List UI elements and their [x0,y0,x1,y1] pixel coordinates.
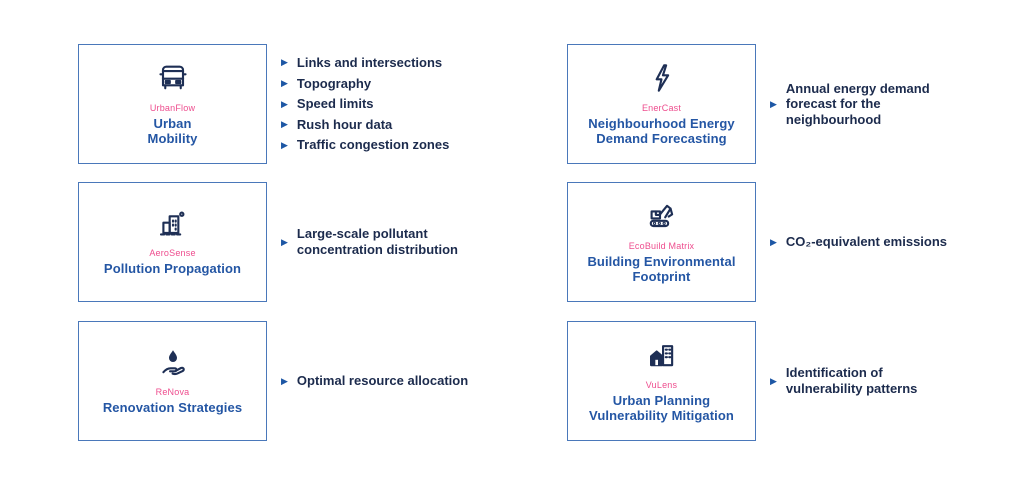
bullet-item: ▶ Rush hour data [281,117,449,133]
bullet-item: ▶ Topography [281,76,449,92]
module-title: Building Environmental Footprint [587,253,736,284]
arrow-bullet-icon: ▶ [770,236,777,247]
bullet-text: Large-scale pollutant concentration dist… [296,226,458,257]
module-brand: UrbanFlow [149,102,196,113]
arrow-bullet-icon: ▶ [281,98,288,109]
module-card: EcoBuild Matrix Building Environmental F… [567,182,756,302]
bullet-item: ▶ CO₂-equivalent emissions [770,234,947,250]
bus-icon [157,62,189,94]
arrow-bullet-icon: ▶ [281,139,288,150]
bullet-text: Rush hour data [296,116,393,132]
module-title: Pollution Propagation [103,261,242,277]
bullet-item: ▶ Traffic congestion zones [281,137,449,153]
module-card: AeroSense Pollution Propagation [78,182,267,302]
module-brand: EcoBuild Matrix [628,240,695,251]
arrow-bullet-icon: ▶ [281,77,288,88]
module-brand: AeroSense [149,248,196,259]
module-building-environmental-footprint: EcoBuild Matrix Building Environmental F… [567,182,947,302]
module-card: ReNova Renovation Strategies [78,321,267,441]
arrow-bullet-icon: ▶ [281,236,288,247]
module-bullet-list: ▶ Large-scale pollutant concentration di… [281,182,458,302]
bullet-text: Topography [296,75,372,91]
bullet-text: CO₂-equivalent emissions [785,234,948,250]
bullet-text: Annual energy demand forecast for the ne… [785,80,930,127]
arrow-bullet-icon: ▶ [281,57,288,68]
module-bullet-list: ▶ Links and intersections ▶ Topography ▶… [281,44,449,164]
bullet-item: ▶ Speed limits [281,96,449,112]
bullet-item: ▶ Links and intersections [281,55,449,71]
bullet-text: Identification of vulnerability patterns [785,365,918,396]
module-brand: ReNova [155,387,190,398]
bullet-item: ▶ Annual energy demand forecast for the … [770,81,930,128]
module-title: Neighbourhood Energy Demand Forecasting [588,115,735,146]
module-bullet-list: ▶ Identification of vulnerability patter… [770,321,917,441]
module-card: EnerCast Neighbourhood Energy Demand For… [567,44,756,164]
buildings-icon [646,339,678,371]
arrow-bullet-icon: ▶ [770,375,777,386]
bullet-text: Speed limits [296,96,374,112]
module-card: UrbanFlow Urban Mobility [78,44,267,164]
lightning-icon [646,62,678,94]
bullet-item: ▶ Optimal resource allocation [281,373,468,389]
bullet-item: ▶ Identification of vulnerability patter… [770,365,917,396]
excavator-icon [646,200,678,232]
pollution-city-icon [157,207,189,239]
module-urban-mobility: UrbanFlow Urban Mobility ▶ Links and int… [78,44,449,164]
arrow-bullet-icon: ▶ [281,375,288,386]
arrow-bullet-icon: ▶ [281,119,288,130]
module-renovation-strategies: ReNova Renovation Strategies ▶ Optimal r… [78,321,468,441]
bullet-item: ▶ Large-scale pollutant concentration di… [281,226,458,257]
module-vulnerability-mitigation: VuLens Urban Planning Vulnerability Miti… [567,321,917,441]
bullet-text: Links and intersections [296,55,443,71]
module-pollution-propagation: AeroSense Pollution Propagation ▶ Large-… [78,182,458,302]
bullet-text: Optimal resource allocation [296,373,469,389]
module-title: Urban Planning Vulnerability Mitigation [589,392,734,423]
module-bullet-list: ▶ Annual energy demand forecast for the … [770,44,930,164]
module-brand: VuLens [645,379,678,390]
module-card: VuLens Urban Planning Vulnerability Miti… [567,321,756,441]
module-title: Urban Mobility [147,115,198,146]
module-brand: EnerCast [641,102,682,113]
module-bullet-list: ▶ Optimal resource allocation [281,321,468,441]
module-bullet-list: ▶ CO₂-equivalent emissions [770,182,947,302]
bullet-text: Traffic congestion zones [296,137,450,153]
arrow-bullet-icon: ▶ [770,98,777,109]
module-title: Renovation Strategies [102,400,243,416]
hand-droplet-icon [157,346,189,378]
module-energy-demand-forecasting: EnerCast Neighbourhood Energy Demand For… [567,44,930,164]
